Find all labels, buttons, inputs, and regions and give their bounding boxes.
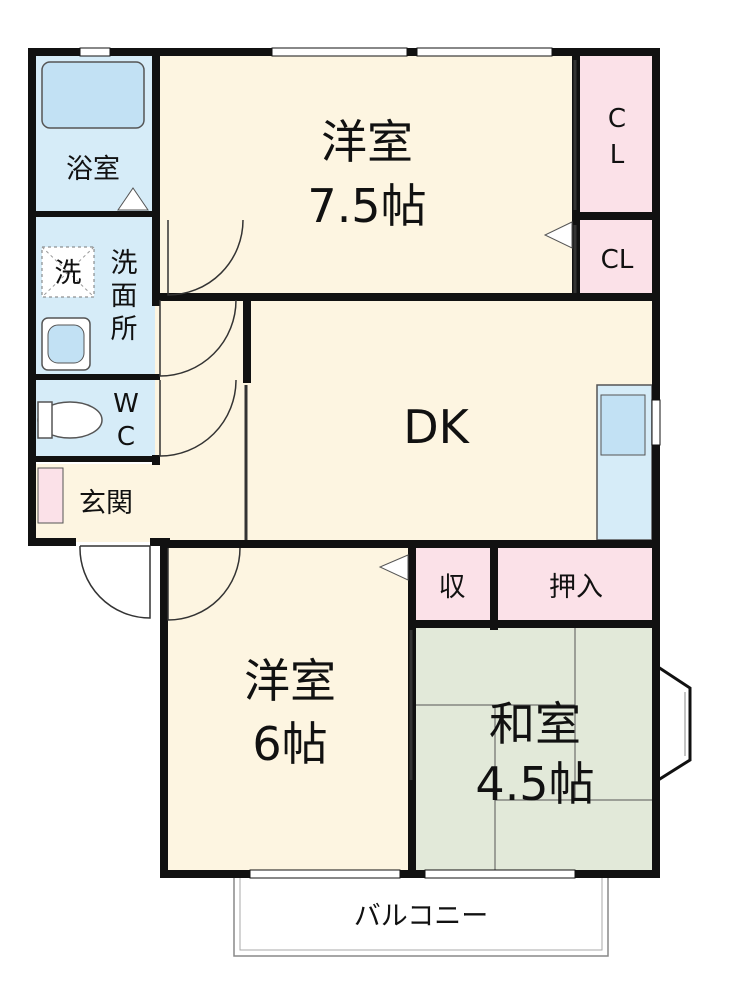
closet-cl2-floor — [580, 220, 655, 295]
western-room-small-size: 6帖 — [252, 717, 327, 771]
bathtub — [41, 61, 145, 129]
wc-label-w: W — [113, 389, 139, 419]
bath-step-marker — [117, 187, 149, 211]
storage-floor — [415, 548, 493, 623]
western-room-large-floor — [160, 55, 573, 298]
western-room-large-name: 洋室 — [321, 115, 413, 169]
dk-floor — [250, 298, 655, 545]
hallway-floor — [155, 298, 250, 545]
japanese-room-floor — [415, 625, 655, 872]
tatami-lines — [415, 625, 655, 872]
storage-label: 収 — [439, 572, 466, 603]
western-room-large-size: 7.5帖 — [307, 179, 426, 233]
oshiire-label: 押入 — [549, 572, 603, 603]
closet-cl2-label: CL — [601, 245, 634, 275]
western-room-small-name: 洋室 — [244, 654, 336, 708]
doors — [79, 60, 577, 780]
balcony-area — [233, 875, 609, 957]
closet-cl1-label-c: C — [608, 104, 626, 134]
balcony-label: バルコニー — [354, 901, 488, 932]
bath-label: 浴室 — [66, 154, 120, 185]
closet-cl1-label-l: L — [610, 140, 625, 170]
dk-label: DK — [403, 400, 470, 454]
closet-cl1-floor — [580, 55, 655, 215]
dk-step-marker — [378, 554, 409, 581]
western-room-small-floor — [165, 545, 410, 872]
entrance-label: 玄関 — [79, 488, 133, 519]
washroom-label-1: 洗 — [111, 248, 138, 279]
washer-label: 洗 — [55, 258, 82, 289]
wc-label-c: C — [117, 422, 135, 452]
japanese-room-size: 4.5帖 — [475, 757, 594, 811]
japanese-room-name: 和室 — [489, 697, 581, 751]
washroom-label-3: 所 — [111, 314, 138, 345]
windows — [79, 47, 661, 879]
oshiire-floor — [497, 548, 655, 623]
shoe-cabinet — [37, 467, 64, 524]
closet-step-marker — [543, 221, 573, 249]
washroom-label-2: 面 — [111, 281, 138, 312]
